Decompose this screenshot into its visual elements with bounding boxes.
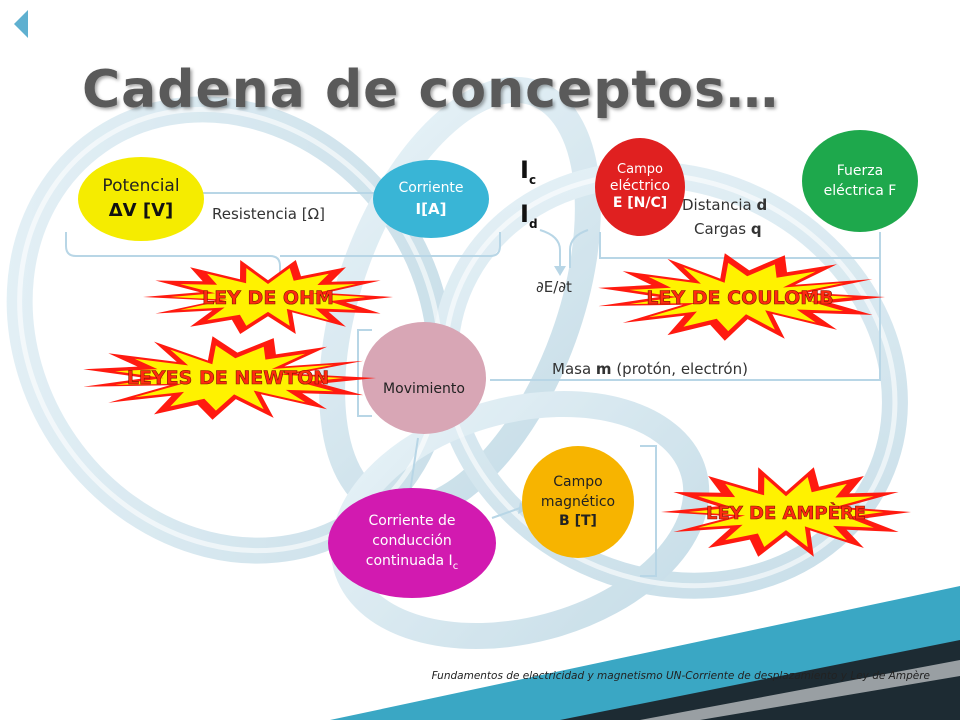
node-fuerza-line1: Fuerza	[836, 162, 884, 179]
ley-coulomb-burst	[598, 253, 885, 341]
label-masa: Masa m (protón, electrón)	[552, 360, 748, 378]
node-campo-electrico-line1: Campo	[617, 162, 663, 178]
label-distancia: Distancia d	[682, 196, 768, 214]
node-campo-electrico-unit: E [N/C]	[612, 194, 668, 211]
ley-ohm-burst	[143, 260, 393, 334]
node-conduccion-line3: continuada Ic	[365, 552, 459, 572]
corner-arrow-icon	[14, 10, 28, 38]
ley-ampere-label: LEY DE AMPÈRE	[706, 502, 866, 524]
label-derivada: ∂E/∂t	[536, 278, 572, 296]
node-potencial: Potencial ΔV [V]	[78, 157, 204, 241]
node-conduccion-line1: Corriente de	[368, 513, 456, 530]
leyes-newton-burst	[83, 336, 376, 420]
label-ic: Ic	[520, 156, 537, 187]
node-campo-electrico-line2: eléctrico	[609, 178, 671, 194]
node-fuerza: Fuerza eléctrica F	[802, 130, 918, 232]
footer-caption: Fundamentos de electricidad y magnetismo…	[431, 670, 930, 682]
node-campo-magnetico: Campo magnético B [T]	[522, 446, 634, 558]
node-corriente-unit: I[A]	[415, 200, 447, 219]
node-fuerza-line2: eléctrica F	[823, 182, 897, 199]
node-corriente-conduccion: Corriente de conducción continuada Ic	[328, 488, 496, 598]
node-movimiento: Movimiento	[362, 322, 486, 434]
ley-coulomb-label: LEY DE COULOMB	[646, 287, 833, 309]
ley-ampere-burst	[661, 467, 911, 557]
node-campo-magnetico-line1: Campo	[553, 473, 603, 490]
node-campo-magnetico-line2: magnético	[540, 493, 616, 510]
node-potencial-unit: ΔV [V]	[108, 200, 174, 222]
node-conduccion-line2: conducción	[372, 533, 452, 550]
label-id: Id	[520, 200, 538, 231]
node-corriente-name: Corriente	[398, 179, 464, 196]
node-campo-magnetico-unit: B [T]	[559, 513, 597, 530]
corner-swoosh-dark	[560, 640, 960, 720]
node-campo-electrico: Campo eléctrico E [N/C]	[595, 138, 685, 236]
node-corriente: Corriente I[A]	[373, 160, 489, 238]
leyes-newton-label: LEYES DE NEWTON	[127, 367, 329, 389]
node-movimiento-label: Movimiento	[383, 380, 465, 397]
label-resistencia: Resistencia [Ω]	[212, 205, 325, 223]
ley-ohm-label: LEY DE OHM	[202, 287, 334, 309]
node-potencial-name: Potencial	[102, 176, 180, 196]
page-title: Cadena de conceptos…	[82, 60, 779, 120]
label-cargas: Cargas q	[694, 220, 762, 238]
